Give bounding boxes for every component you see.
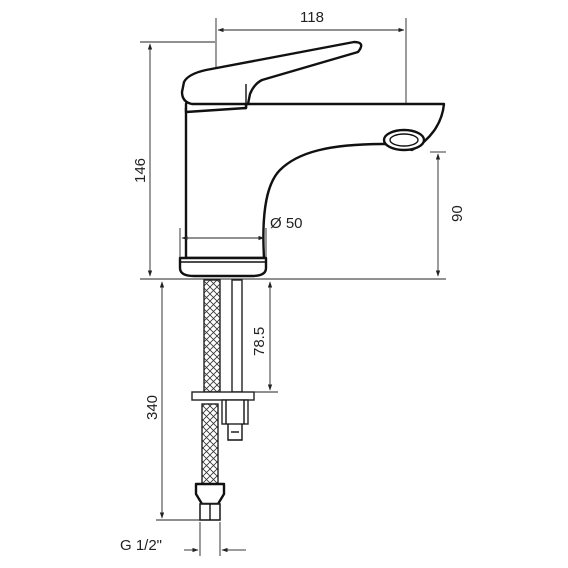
dimension-label-340: 340	[144, 395, 161, 420]
dimension-thread: G 1/2"	[120, 522, 246, 556]
dimension-label-146: 146	[132, 158, 149, 183]
dimension-label-diameter: Ø 50	[270, 215, 303, 232]
dimension-width: 118	[215, 9, 407, 108]
dimension-label-118: 118	[300, 9, 324, 26]
dimension-label-thread: G 1/2"	[120, 537, 162, 554]
dimension-depth: 78.5	[248, 281, 278, 393]
faucet-body	[178, 40, 446, 278]
dimension-label-90: 90	[449, 205, 466, 222]
dimension-label-78-5: 78.5	[251, 327, 268, 356]
mounting-assembly	[191, 279, 255, 521]
dimension-hose-length: 340	[144, 281, 200, 521]
dimension-diameter: Ø 50	[179, 215, 303, 258]
dimension-spout-height: 90	[430, 151, 466, 277]
dimension-overall-height: 146	[132, 41, 215, 277]
